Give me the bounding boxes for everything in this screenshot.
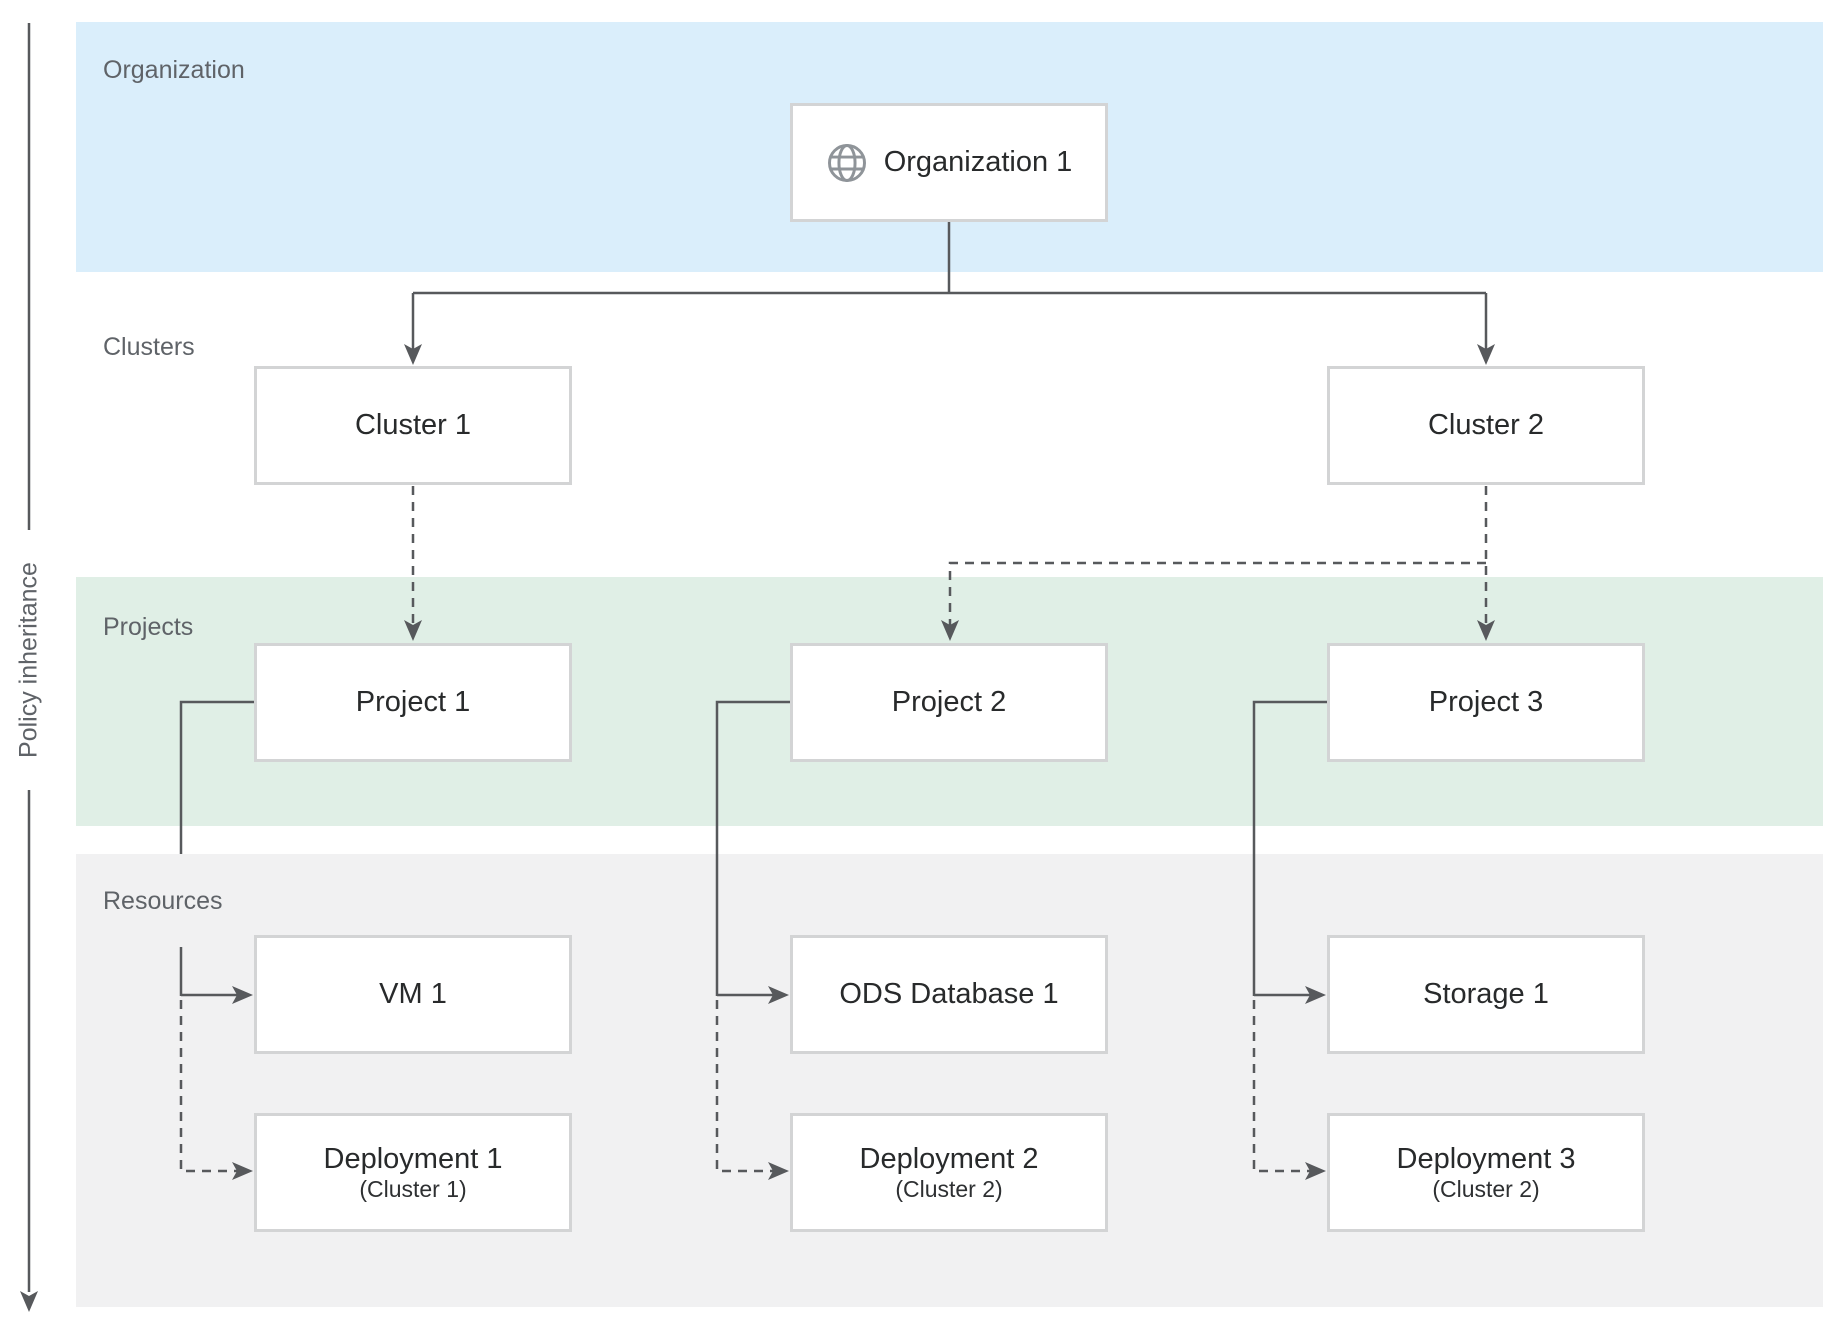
node-label: Project 3 bbox=[1428, 686, 1544, 718]
node-vm-1: VM 1 bbox=[254, 935, 572, 1054]
node-deployment-3: Deployment 3 (Cluster 2) bbox=[1327, 1113, 1645, 1232]
clusters-band-label: Clusters bbox=[103, 333, 195, 361]
node-label: Cluster 2 bbox=[1427, 409, 1545, 441]
node-label: Organization 1 bbox=[883, 146, 1073, 178]
node-label: ODS Database 1 bbox=[839, 978, 1059, 1010]
node-label: Project 2 bbox=[891, 686, 1007, 718]
node-label: Project 1 bbox=[355, 686, 471, 718]
arrowhead-cluster1 bbox=[404, 344, 422, 365]
policy-inheritance-axis-label: Policy inheritance bbox=[14, 562, 43, 758]
node-label: Storage 1 bbox=[1423, 978, 1549, 1010]
node-cluster-1: Cluster 1 bbox=[254, 366, 572, 485]
arrowhead-policy-axis bbox=[20, 1291, 38, 1312]
resources-band-label: Resources bbox=[103, 887, 223, 915]
node-project-1: Project 1 bbox=[254, 643, 572, 762]
node-deployment-2: Deployment 2 (Cluster 2) bbox=[790, 1113, 1108, 1232]
arrowhead-cluster2 bbox=[1477, 344, 1495, 365]
node-ods-database-1: ODS Database 1 bbox=[790, 935, 1108, 1054]
node-deployment-1: Deployment 1 (Cluster 1) bbox=[254, 1113, 572, 1232]
node-label: Deployment 2 bbox=[859, 1142, 1039, 1175]
node-label: Deployment 3 bbox=[1396, 1142, 1576, 1175]
node-sublabel: (Cluster 2) bbox=[1432, 1175, 1540, 1202]
projects-band-label: Projects bbox=[103, 613, 194, 641]
node-label: Deployment 1 bbox=[323, 1142, 503, 1175]
globe-icon bbox=[827, 143, 866, 182]
node-storage-1: Storage 1 bbox=[1327, 935, 1645, 1054]
node-project-3: Project 3 bbox=[1327, 643, 1645, 762]
node-sublabel: (Cluster 1) bbox=[359, 1175, 467, 1202]
node-project-2: Project 2 bbox=[790, 643, 1108, 762]
node-sublabel: (Cluster 2) bbox=[895, 1175, 1003, 1202]
node-label: VM 1 bbox=[379, 978, 447, 1010]
resources-band bbox=[76, 854, 1823, 1307]
node-organization-1: Organization 1 bbox=[790, 103, 1108, 222]
organization-band-label: Organization bbox=[103, 56, 245, 84]
node-cluster-2: Cluster 2 bbox=[1327, 366, 1645, 485]
node-label: Cluster 1 bbox=[354, 409, 472, 441]
